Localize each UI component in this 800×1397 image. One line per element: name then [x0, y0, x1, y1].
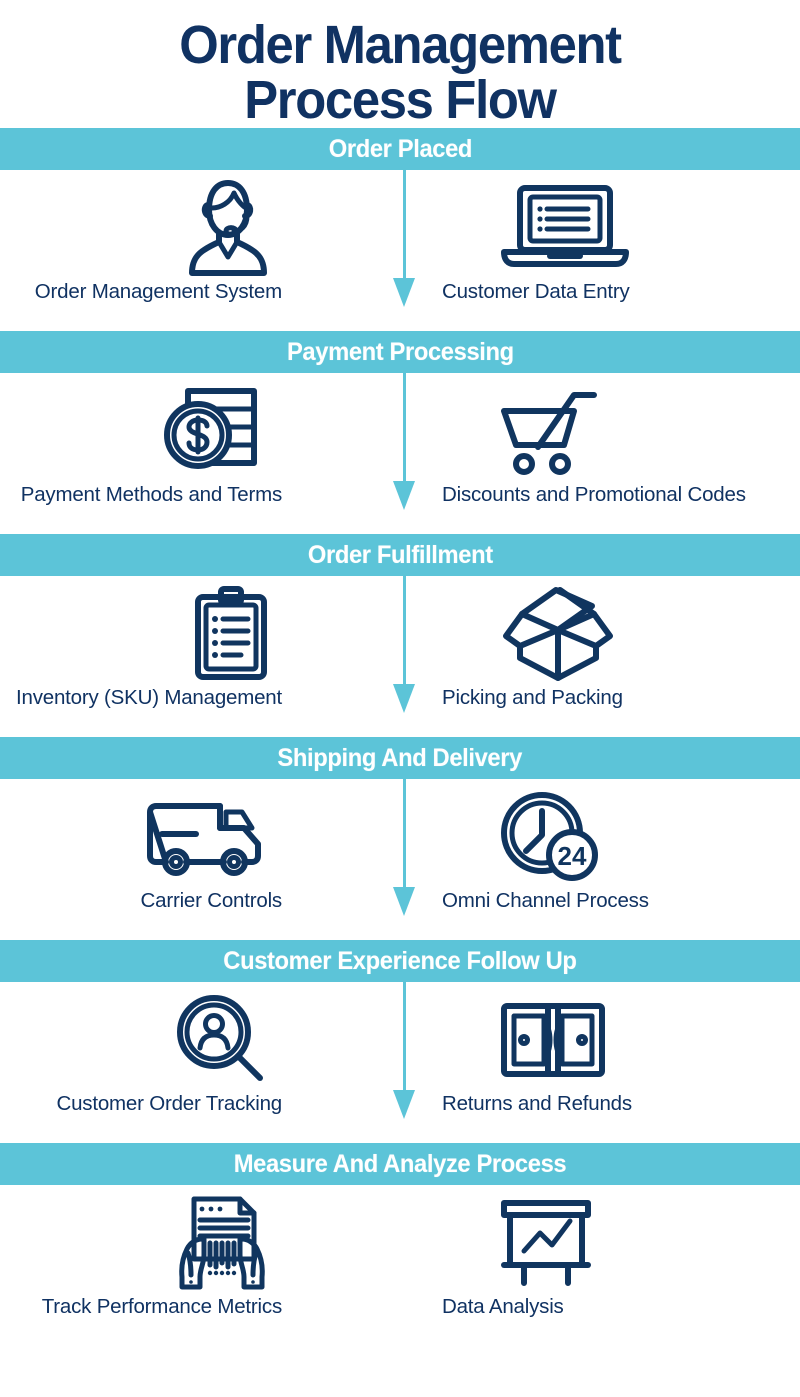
- svg-text:24: 24: [558, 841, 587, 871]
- section-item-caption: Inventory (SKU) Management: [16, 686, 282, 710]
- flow-arrow-down: [393, 973, 415, 1125]
- section-item-right: 24 Omni Channel Process: [440, 779, 800, 940]
- dollar-coin-cash-icon: [162, 373, 270, 485]
- section-item-left: Carrier Controls: [0, 779, 360, 940]
- section-band-label: Order Fulfillment: [307, 540, 493, 569]
- arrow-shaft: [402, 567, 406, 688]
- page-title-line-1: Order Management: [179, 15, 622, 75]
- section-item-left: Customer Order Tracking: [0, 982, 360, 1143]
- section-item-caption: Payment Methods and Terms: [20, 483, 282, 507]
- section-item-caption: Customer Data Entry: [442, 280, 630, 304]
- shopping-cart-icon: [498, 373, 602, 485]
- banknote-icon: [498, 982, 608, 1094]
- section-band-measure-and-analyze-process: Measure And Analyze Process: [0, 1143, 800, 1186]
- section-item-caption: Track Performance Metrics: [41, 1295, 282, 1319]
- section-item-left: Track Performance Metrics: [0, 1185, 360, 1362]
- section-body-payment-processing: Payment Methods and Terms Discounts and …: [0, 364, 800, 535]
- arrow-head: [393, 1090, 415, 1120]
- arrow-shaft: [402, 161, 406, 282]
- section-item-caption: Returns and Refunds: [442, 1092, 632, 1116]
- section-item-caption: Customer Order Tracking: [56, 1092, 282, 1116]
- headset-agent-icon: [186, 170, 270, 282]
- flow-arrow-down: [393, 161, 415, 313]
- magnifier-person-icon: [174, 982, 270, 1094]
- section-item-right: Customer Data Entry: [440, 170, 800, 331]
- section-item-caption: Picking and Packing: [442, 686, 623, 710]
- section-item-right: Data Analysis: [440, 1185, 800, 1362]
- section-item-left: Payment Methods and Terms: [0, 373, 360, 534]
- open-box-icon: [498, 576, 618, 688]
- flow-arrow-down: [393, 567, 415, 719]
- page-title-line-2: Process Flow: [244, 70, 557, 131]
- section-item-caption: Omni Channel Process: [442, 889, 649, 913]
- section-band-shipping-and-delivery: Shipping And Delivery: [0, 737, 800, 780]
- section-band-order-fulfillment: Order Fulfillment: [0, 534, 800, 577]
- page-title: Order Management Process Flow: [0, 0, 800, 128]
- section-band-label: Payment Processing: [286, 337, 514, 366]
- section-item-left: Order Management System: [0, 170, 360, 331]
- arrow-shaft: [402, 364, 406, 485]
- section-band-label: Order Placed: [328, 134, 472, 163]
- arrow-head: [393, 684, 415, 714]
- section-band-label: Measure And Analyze Process: [233, 1149, 567, 1178]
- flow-arrow-down: [393, 770, 415, 922]
- section-item-caption: Data Analysis: [442, 1295, 564, 1319]
- clipboard-checklist-icon: [192, 576, 270, 688]
- section-item-caption: Order Management System: [34, 280, 282, 304]
- section-body-order-fulfillment: Inventory (SKU) Management Picking and P…: [0, 567, 800, 738]
- presentation-chart-icon: [498, 1185, 594, 1297]
- section-band-label: Shipping And Delivery: [277, 743, 523, 772]
- section-band-payment-processing: Payment Processing: [0, 331, 800, 374]
- section-item-right: Discounts and Promotional Codes: [440, 373, 800, 534]
- section-body-shipping-and-delivery: Carrier Controls 24 Omni Channel Process: [0, 770, 800, 941]
- delivery-van-icon: [144, 779, 270, 891]
- section-band-label: Customer Experience Follow Up: [223, 946, 577, 975]
- clock-24-icon: 24: [498, 779, 598, 891]
- section-item-right: Returns and Refunds: [440, 982, 800, 1143]
- section-band-order-placed: Order Placed: [0, 128, 800, 171]
- section-item-left: Inventory (SKU) Management: [0, 576, 360, 737]
- section-body-measure-and-analyze-process: Track Performance Metrics Data Analysis: [0, 1185, 800, 1363]
- section-body-order-placed: Order Management System Customer Data: [0, 161, 800, 332]
- section-item-right: Picking and Packing: [440, 576, 800, 737]
- section-body-customer-experience-follow-up: Customer Order Tracking Returns and Re: [0, 973, 800, 1144]
- section-band-customer-experience-follow-up: Customer Experience Follow Up: [0, 940, 800, 983]
- arrow-head: [393, 887, 415, 917]
- arrow-head: [393, 481, 415, 511]
- hands-report-icon: [166, 1185, 270, 1297]
- arrow-shaft: [402, 973, 406, 1094]
- flow-arrow-down: [393, 364, 415, 516]
- section-item-caption: Carrier Controls: [140, 889, 283, 913]
- section-item-caption: Discounts and Promotional Codes: [442, 483, 746, 507]
- arrow-head: [393, 278, 415, 308]
- laptop-icon: [498, 170, 632, 282]
- arrow-shaft: [402, 770, 406, 891]
